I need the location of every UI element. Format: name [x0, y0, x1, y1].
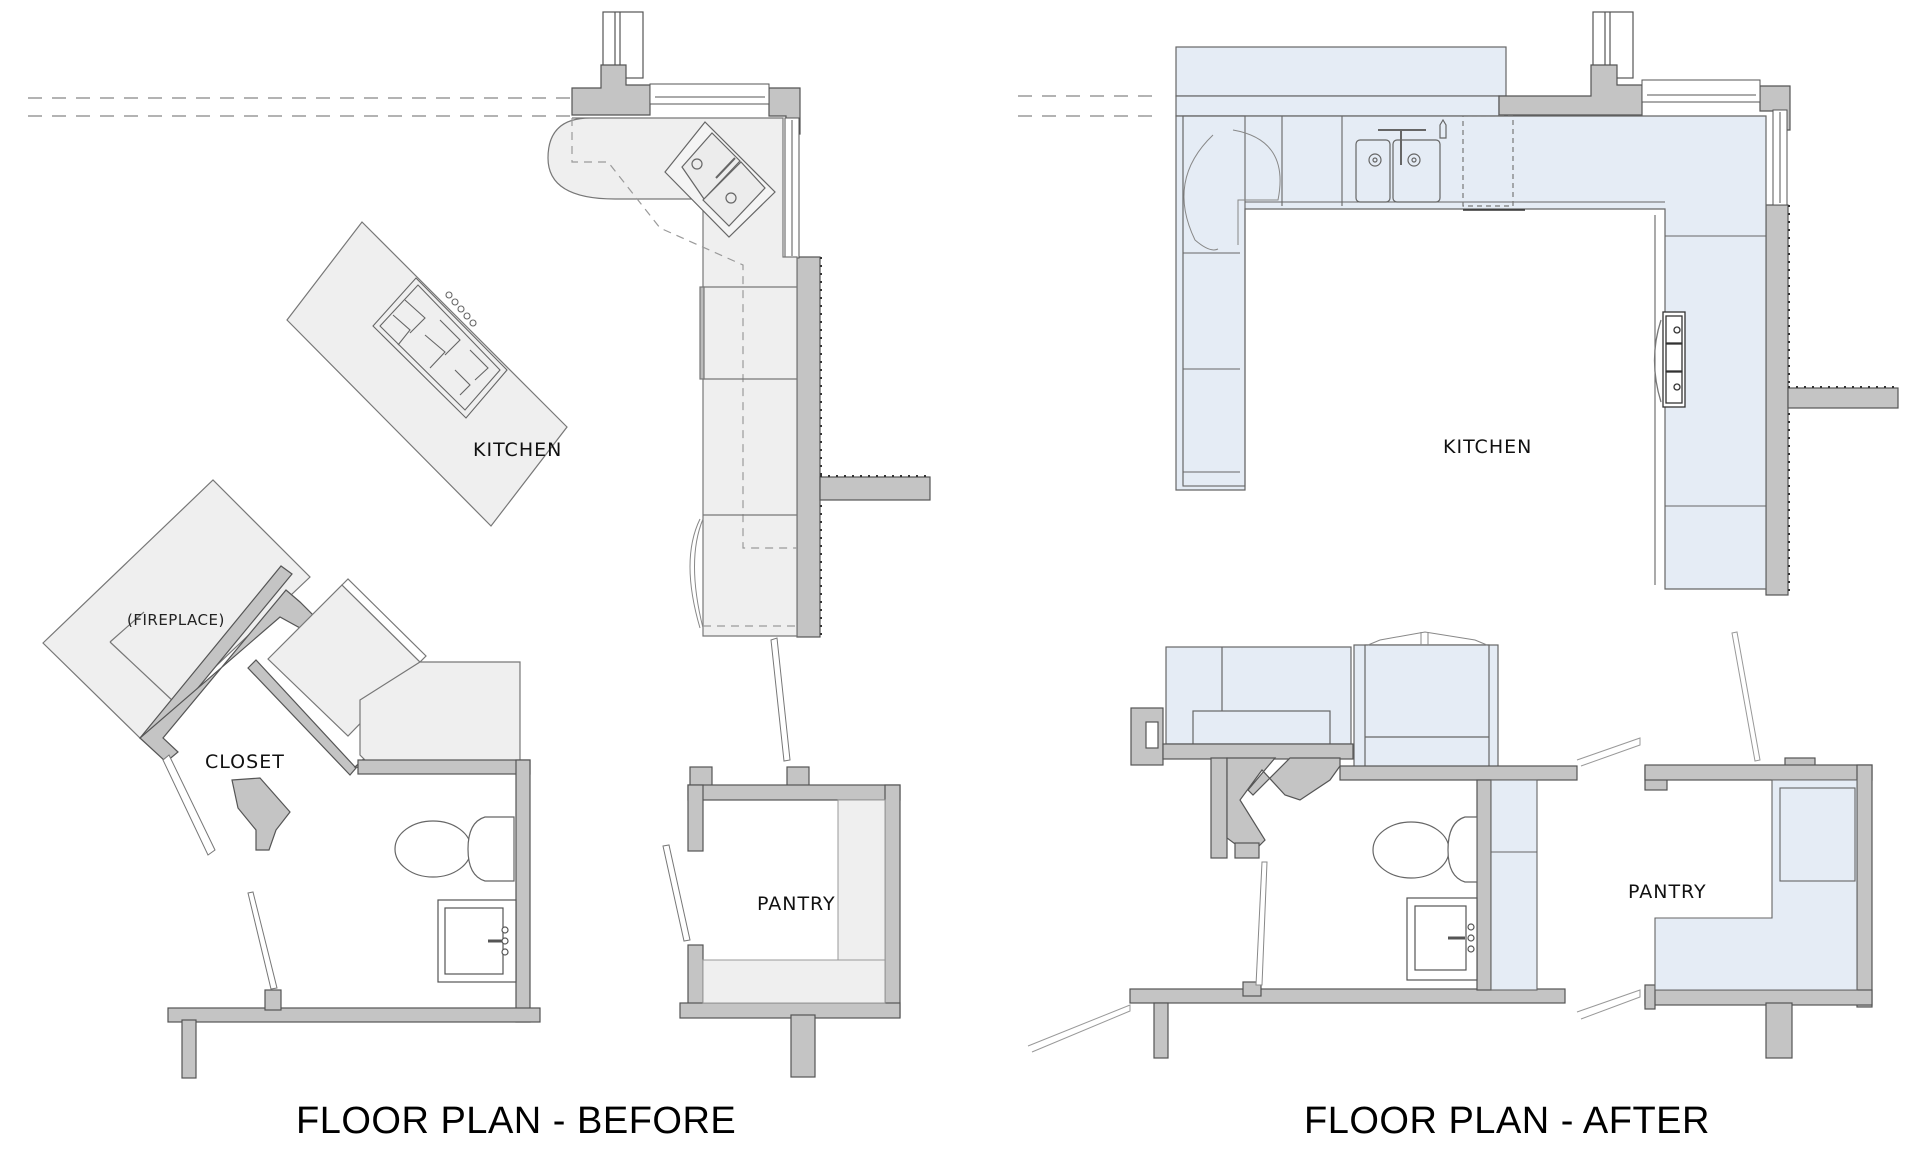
after-pantry-cabinets — [1654, 779, 1858, 991]
vanity-sink-icon — [437, 899, 517, 983]
after-caption: FLOOR PLAN - AFTER — [1304, 1100, 1710, 1142]
after-u-counter — [1175, 115, 1767, 590]
before-counter-dividers — [699, 286, 797, 516]
before-counter — [547, 117, 798, 637]
bathroom-door — [247, 891, 278, 990]
before-door-arc — [689, 518, 704, 629]
after-plan: KITCHEN — [1018, 11, 1899, 1059]
before-pantry-shelves — [702, 799, 886, 1004]
double-sink-icon — [1355, 118, 1447, 203]
island — [286, 221, 568, 527]
after-upper-cabinet — [1175, 46, 1507, 117]
after-chimney — [1130, 707, 1164, 766]
after-side-cabinet — [1490, 779, 1538, 991]
before-counter-dashed — [571, 118, 797, 627]
range-cooktop-icon — [1653, 311, 1686, 408]
after-vanity-sink-icon — [1406, 897, 1478, 981]
after-dashed-section — [1462, 115, 1514, 207]
after-pantry-walls — [1644, 757, 1873, 1059]
before-bathroom-walls — [167, 759, 541, 1079]
closet-label: CLOSET — [205, 751, 285, 773]
before-kitchen-label: KITCHEN — [473, 439, 562, 461]
before-top-window-sash — [649, 83, 770, 105]
fireplace — [42, 479, 311, 739]
corner-sink-icon — [664, 121, 776, 238]
before-right-wall — [784, 117, 931, 638]
after-right-wall — [1765, 109, 1899, 596]
before-angled-cabinet — [267, 578, 521, 771]
lazy-susan-icon — [1183, 129, 1281, 251]
refrigerator-icon — [1367, 631, 1488, 646]
before-reference-lines — [28, 97, 580, 117]
fireplace-label: (FIREPLACE) — [127, 611, 225, 629]
closet-door — [162, 754, 216, 856]
toilet-icon — [394, 816, 515, 882]
before-pantry-label: PANTRY — [757, 893, 836, 915]
after-pantry-doors — [1027, 631, 1761, 1053]
before-caption: FLOOR PLAN - BEFORE — [296, 1100, 737, 1142]
after-pantry-label: PANTRY — [1628, 881, 1707, 903]
after-reference-lines — [1018, 95, 1160, 117]
before-plan: KITCHEN (FIREPLACE) CLOSET — [28, 11, 931, 1079]
before-pantry-walls — [679, 766, 901, 1078]
after-kitchen-label: KITCHEN — [1443, 436, 1532, 458]
after-bathroom-door — [1255, 861, 1268, 986]
cooktop-icon — [372, 277, 508, 419]
before-pantry-door-top — [770, 637, 791, 762]
after-u-counter-dividers — [1182, 115, 1766, 585]
after-top-window-sash — [1641, 79, 1761, 103]
before-pantry-door — [662, 844, 691, 942]
after-toilet-icon — [1372, 816, 1478, 883]
